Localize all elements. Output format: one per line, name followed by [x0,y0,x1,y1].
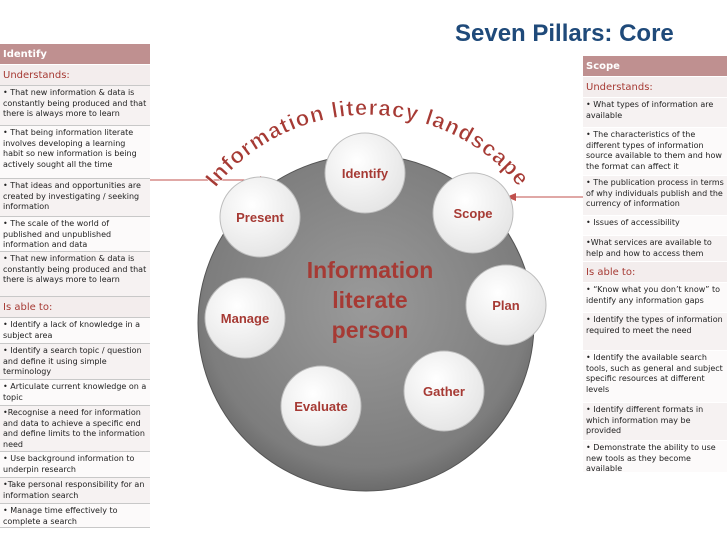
scope-understands-item: • The characteristics of the different t… [583,128,727,176]
scope-able-item: • Demonstrate the ability to use new too… [583,441,727,473]
identify-understands-label: Understands: [0,65,150,86]
identify-able-item: • Use background information to underpin… [0,452,150,478]
scope-able-item: • Identify the types of information requ… [583,313,727,351]
pillar-present-circle [219,176,301,258]
pillar-evaluate-label: Evaluate [294,399,347,414]
scope-understands-label: Understands: [583,77,727,98]
right-connector-arrow [506,193,516,201]
center-label-line-2: literate [332,287,407,313]
identify-able-item: •Recognise a need for information and da… [0,406,150,452]
identify-able-item: • Articulate current knowledge on a topi… [0,380,150,406]
pillar-manage-label: Manage [221,311,269,326]
scope-able-item: • Identify different formats in which in… [583,403,727,441]
pillar-plan-circle [465,264,547,346]
scope-panel-header: Scope [583,56,727,77]
page-title: Seven Pillars: Core [455,20,674,47]
identify-able-item: •Take personal responsibility for an inf… [0,478,150,504]
identify-able-item: • Identify a search topic / question and… [0,344,150,380]
scope-panel: Scope Understands: • What types of infor… [583,56,727,493]
pillar-evaluate-circle [280,365,362,447]
pillar-gather-circle [403,350,485,432]
center-label-line-3: person [332,317,409,343]
identify-understands-item: • That new information & data is constan… [0,86,150,126]
pillar-identify-circle [324,132,406,214]
pillar-manage-circle [204,277,286,359]
identify-panel-header: Identify [0,44,150,65]
scope-understands-item: • What types of information are availabl… [583,98,727,128]
identify-able-label: Is able to: [0,297,150,318]
scope-able-item: • “Know what you don’t know” to identify… [583,283,727,313]
center-label-line-1: Information [307,257,434,283]
scope-understands-item: •What services are available to help and… [583,236,727,262]
pillar-scope-circle [432,172,514,254]
pillar-identify-label: Identify [342,166,389,181]
scope-understands-item: • Issues of accessibility [583,216,727,236]
identify-able-item: • Manage time effectively to complete a … [0,504,150,528]
identify-understands-item: • That new information & data is constan… [0,252,150,297]
pillar-plan-label: Plan [492,298,520,313]
scope-able-label: Is able to: [583,262,727,283]
identify-understands-item: • That being information literate involv… [0,126,150,179]
scope-able-item: • Identify the available search tools, s… [583,351,727,403]
pillar-scope-label: Scope [453,206,492,221]
identify-understands-item: • The scale of the world of published an… [0,217,150,252]
scope-understands-item: • The publication process in terms of wh… [583,176,727,216]
identify-understands-item: • That ideas and opportunities are creat… [0,179,150,217]
pillar-present-label: Present [236,210,284,225]
pillar-gather-label: Gather [423,384,465,399]
identify-panel: Identify Understands: • That new informa… [0,44,150,547]
identify-able-item: • Identify a lack of knowledge in a subj… [0,318,150,344]
